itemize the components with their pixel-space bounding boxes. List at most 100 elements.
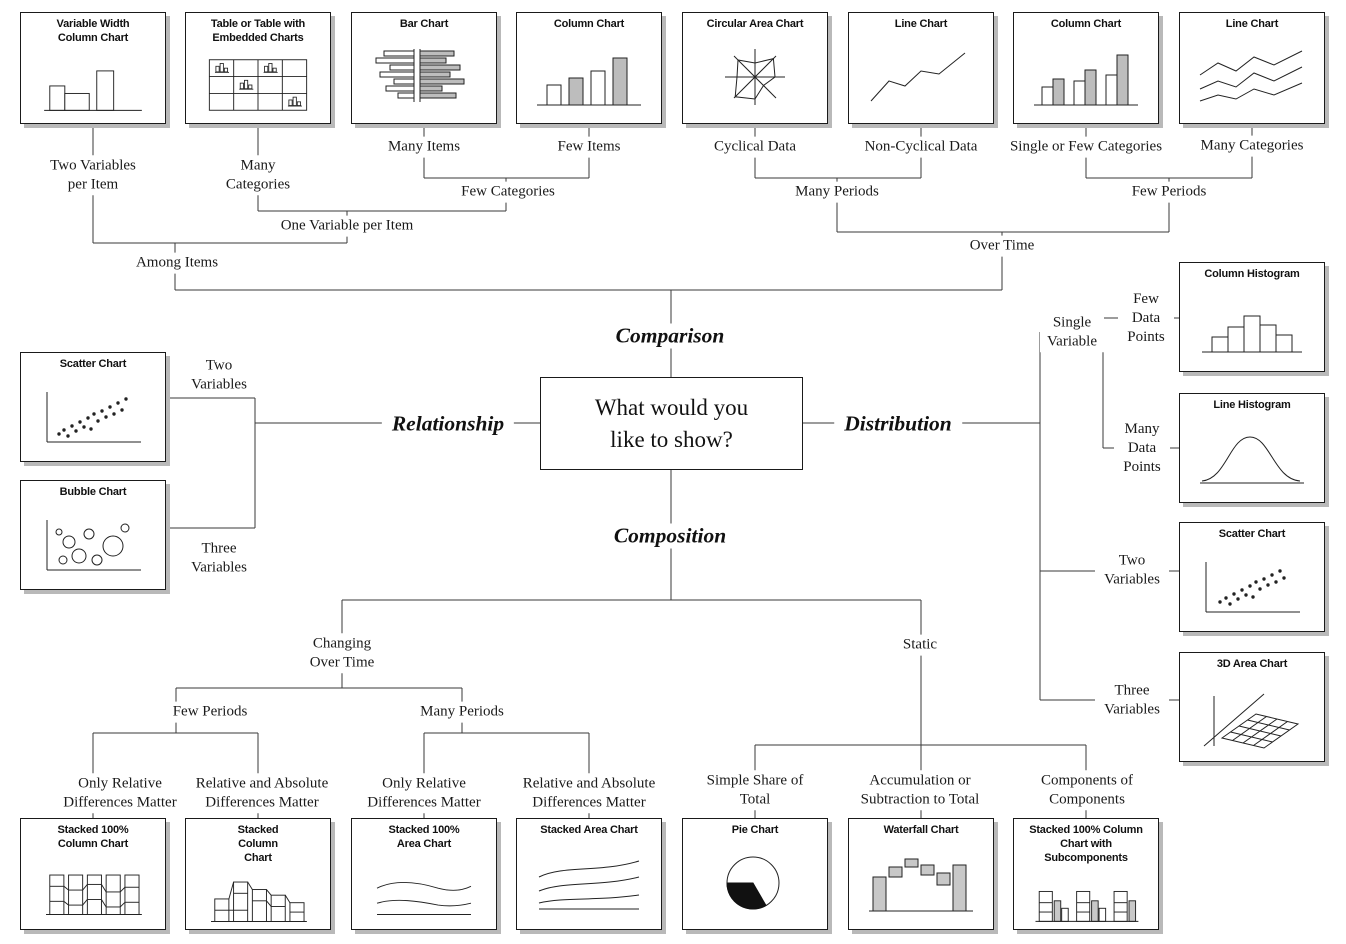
stacked-100-column-subcomponents-icon [1035,891,1139,922]
chart-box-stacked-100-area-chart: Stacked 100% Area Chart [351,818,497,930]
edge-label-simple-share-of-total: Simple Share of Total [700,770,810,810]
chart-box-waterfall-chart: Waterfall Chart [848,818,994,930]
edge-label-among-items: Among Items [132,252,222,274]
edge-label-few-periods: Few Periods [1128,181,1210,203]
chart-box-title: Line Chart [894,18,948,30]
chart-box-title: 3D Area Chart [1216,658,1288,670]
stacked-area-chart-icon [538,860,640,910]
edge-label-many-categories-2: Many Categories [1197,135,1307,157]
edge-label-changing-over-time: Changing Over Time [298,633,386,673]
grouped-column-chart-icon [1034,54,1138,106]
chart-box-title: Waterfall Chart [883,824,959,836]
chart-box-title: Bar Chart [399,18,449,30]
edge-label-few-data-points: Few Data Points [1118,288,1174,348]
chart-box-line-chart: Line Chart [848,12,994,124]
stacked-100-area-chart-icon [376,882,472,916]
edge-label-two-variables-dist: Two Variables [1095,550,1169,590]
edge-label-two-variables-per-item: Two Variables per Item [43,155,143,195]
chart-box-stacked-area-chart: Stacked Area Chart [516,818,662,930]
edge-label-three-variables-dist: Three Variables [1095,680,1169,720]
chart-box-title: Line Histogram [1213,399,1291,411]
center-question-text: What would you like to show? [594,394,749,452]
branch-label-comparison: Comparison [605,323,735,349]
chart-box-variable-width-column-chart: Variable Width Column Chart [20,12,166,124]
chart-box-circular-area-chart: Circular Area Chart [682,12,828,124]
branch-label-distribution: Distribution [834,411,962,437]
edge-label-many-periods-comp: Many Periods [417,701,507,723]
scatter-chart-icon [46,392,141,443]
edge-label-static: Static [899,634,941,656]
chart-box-bubble-chart: Bubble Chart [20,480,166,590]
chart-box-title: Circular Area Chart [706,18,804,30]
edge-label-only-relative-1: Only Relative Differences Matter [49,773,191,813]
chart-box-grouped-column-chart: Column Chart [1013,12,1159,124]
edge-label-accumulation-or-subtraction: Accumulation or Subtraction to Total [844,770,996,810]
pie-chart-icon [726,856,780,910]
chart-box-title: Table or Table with Embedded Charts [210,18,306,44]
branch-label-relationship: Relationship [381,411,515,437]
stacked-column-chart-icon [211,881,307,923]
edge-label-few-items: Few Items [554,136,624,158]
edge-label-two-variables: Two Variables [182,355,256,395]
branch-label-composition: Composition [603,523,737,549]
line-chart-icon [870,52,966,102]
chart-box-title: Stacked 100% Column Chart [57,824,129,850]
bar-chart-icon [375,49,465,103]
chart-box-column-chart: Column Chart [516,12,662,124]
edge-label-many-data-points: Many Data Points [1114,418,1170,478]
multi-line-chart-icon [1199,50,1303,102]
chart-box-scatter-chart-distribution: Scatter Chart [1179,522,1325,632]
edge-label-relative-absolute-2: Relative and Absolute Differences Matter [513,773,665,813]
bubble-chart-icon [46,520,141,571]
edge-label-relative-absolute-1: Relative and Absolute Differences Matter [186,773,338,813]
chart-box-title: Line Chart [1225,18,1279,30]
chart-box-stacked-column-chart: Stacked Column Chart [185,818,331,930]
chart-box-table-embedded-charts: Table or Table with Embedded Charts [185,12,331,124]
chart-box-3d-area-chart: 3D Area Chart [1179,652,1325,762]
chart-box-title: Stacked 100% Column Chart with Subcompon… [1029,824,1143,864]
chart-box-stacked-100-column-chart: Stacked 100% Column Chart [20,818,166,930]
edge-label-many-periods: Many Periods [792,181,882,203]
edge-label-three-variables: Three Variables [182,538,256,578]
stacked-100-column-chart-icon [46,874,142,916]
chart-box-title: Bubble Chart [59,486,127,498]
edge-label-many-items: Many Items [384,136,464,158]
chart-box-title: Scatter Chart [59,358,127,370]
edge-label-only-relative-2: Only Relative Differences Matter [353,773,495,813]
chart-box-bar-chart: Bar Chart [351,12,497,124]
chart-box-title: Column Histogram [1204,268,1300,280]
chart-box-column-histogram: Column Histogram [1179,262,1325,372]
edge-label-few-periods-comp: Few Periods [169,701,251,723]
chart-box-title: Stacked Area Chart [540,824,638,836]
edge-label-many-categories: Many Categories [218,155,298,195]
edge-label-single-or-few-categories: Single or Few Categories [1006,136,1166,158]
chart-box-title: Column Chart [1050,18,1122,30]
circular-area-chart-icon [725,49,785,106]
edge-label-over-time: Over Time [966,235,1038,257]
waterfall-chart-icon [869,858,973,912]
chart-box-line-histogram: Line Histogram [1179,393,1325,503]
chart-box-scatter-chart: Scatter Chart [20,352,166,462]
edge-label-cyclical-data: Cyclical Data [710,136,800,158]
table-with-embedded-charts-icon [208,59,308,111]
chart-box-title: Column Chart [553,18,625,30]
edge-label-few-categories: Few Categories [458,181,558,203]
scatter-chart-icon [1205,562,1300,613]
chart-box-title: Pie Chart [731,824,779,836]
area-3d-chart-icon [1203,693,1300,749]
edge-label-one-variable-per-item: One Variable per Item [277,215,417,237]
chart-box-title: Variable Width Column Chart [56,18,130,44]
chart-box-title: Stacked Column Chart [237,824,279,864]
chart-box-title: Scatter Chart [1218,528,1286,540]
column-histogram-icon [1202,315,1302,353]
edge-label-single-variable: Single Variable [1040,312,1104,352]
edge-label-non-cyclical-data: Non-Cyclical Data [861,136,981,158]
chart-box-pie-chart: Pie Chart [682,818,828,930]
column-chart-icon [537,57,641,106]
edge-label-components-of-components: Components of Components [1027,770,1147,810]
line-histogram-icon [1200,436,1304,484]
chart-box-stacked-100-column-subcomponents: Stacked 100% Column Chart with Subcompon… [1013,818,1159,930]
chart-box-multi-line-chart: Line Chart [1179,12,1325,124]
chart-box-title: Stacked 100% Area Chart [388,824,460,850]
